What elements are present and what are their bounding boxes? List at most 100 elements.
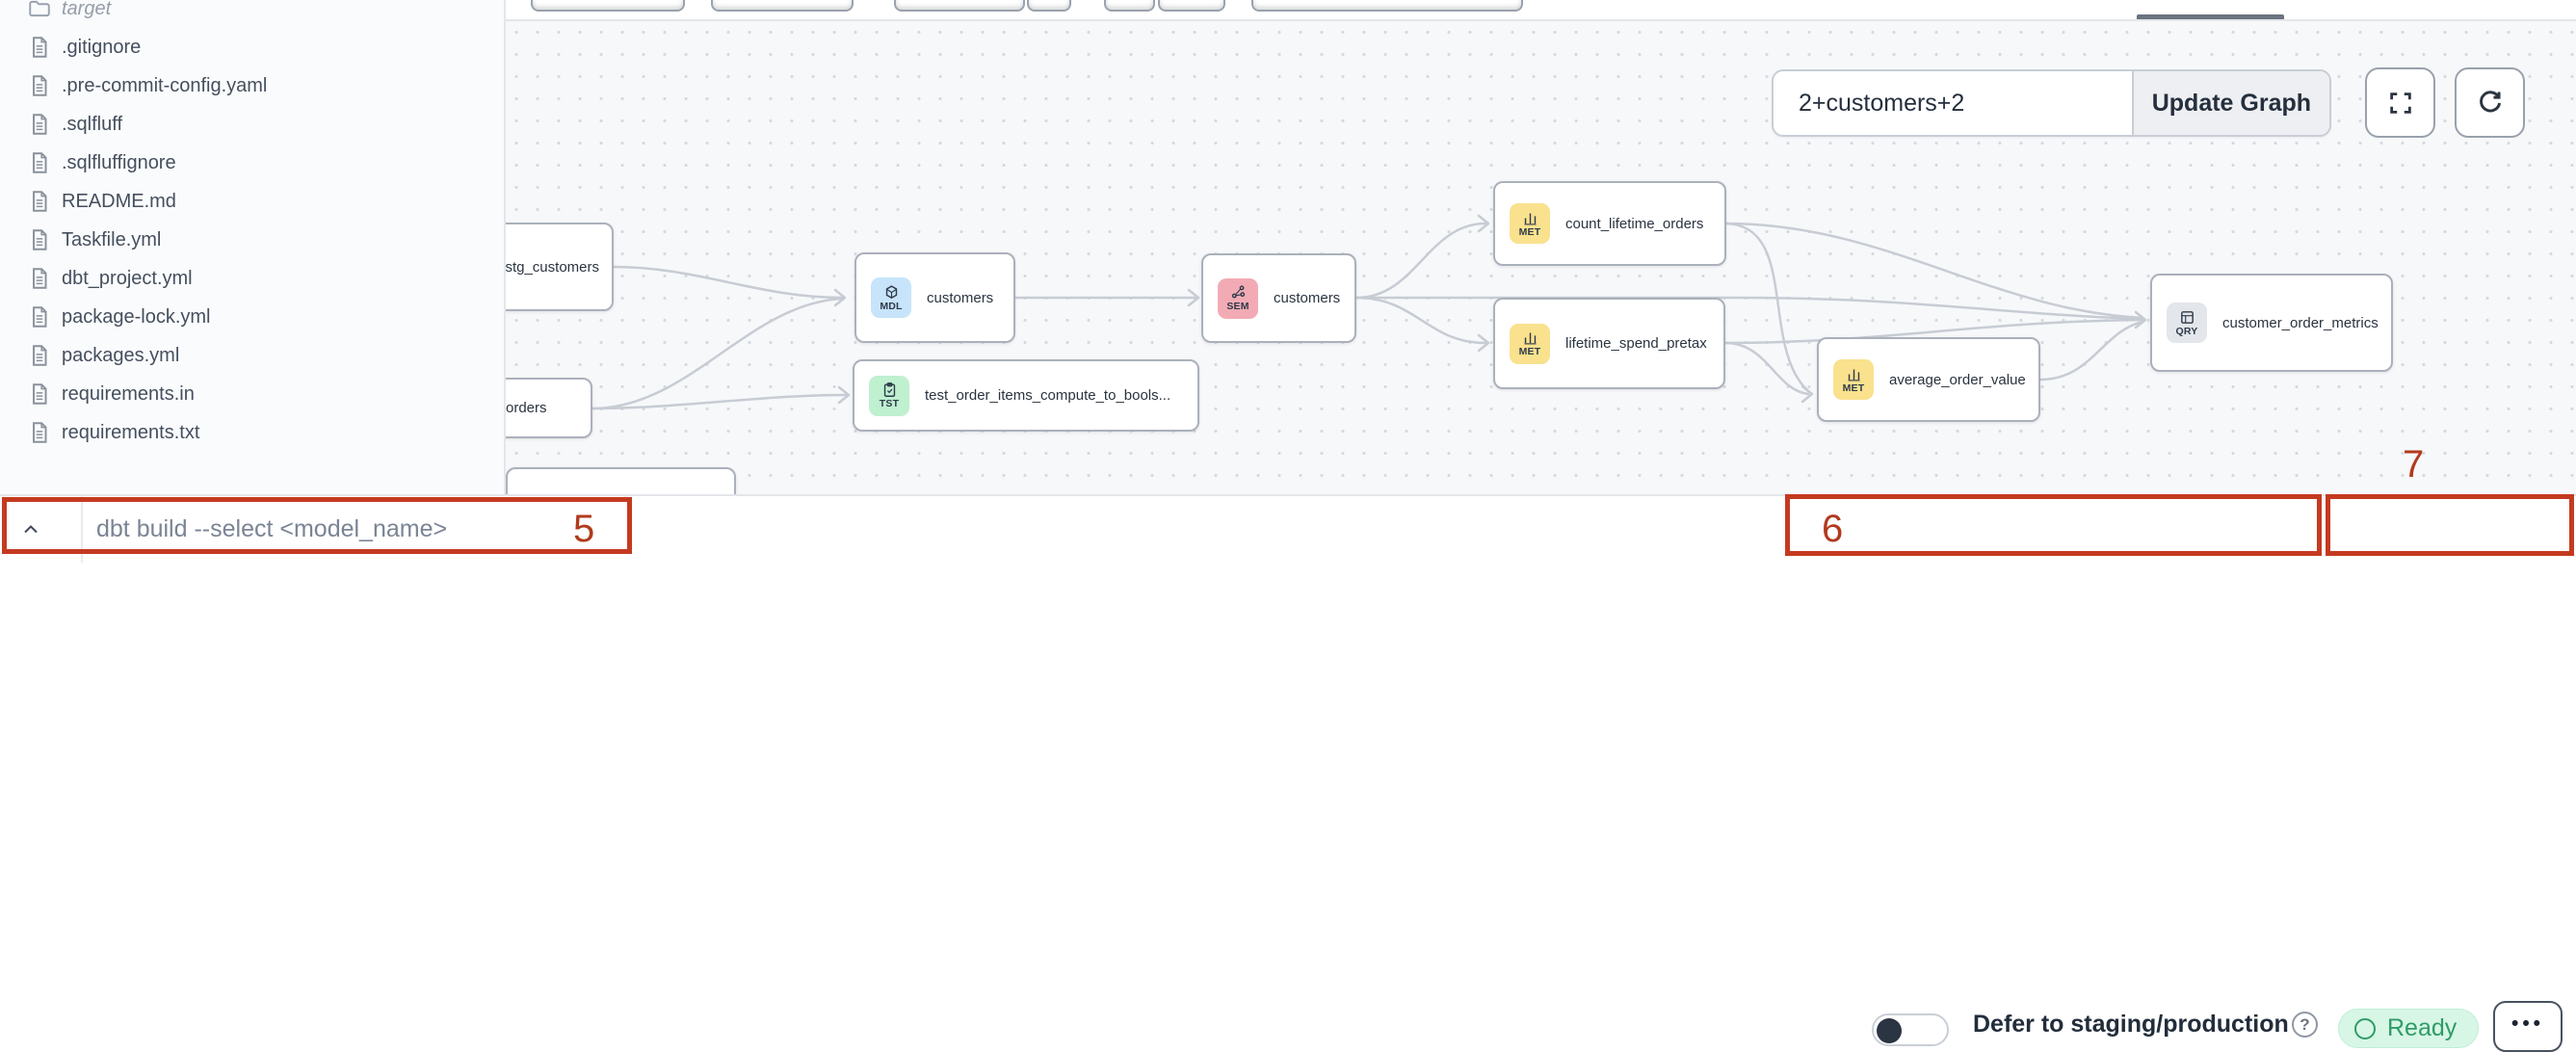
file-icon	[33, 345, 47, 366]
graph-node-stg-customers[interactable]: stg_customers	[506, 223, 614, 311]
graph-node-test-order-items[interactable]: TST test_order_items_compute_to_bools...	[853, 359, 1199, 432]
file-explorer-panel: target .gitignore .pre-commit-config.yam…	[0, 0, 506, 494]
file-name: requirements.in	[62, 382, 195, 405]
badge-label: TST	[879, 398, 900, 409]
tab-fragment[interactable]	[1158, 0, 1225, 12]
clipboard-check-icon	[883, 382, 895, 397]
bar-chart-icon	[1847, 369, 1860, 381]
tab-fragment[interactable]	[1027, 0, 1071, 12]
file-row-pre-commit-config[interactable]: .pre-commit-config.yaml	[0, 66, 504, 105]
file-row-readme[interactable]: README.md	[0, 182, 504, 221]
tab-fragment[interactable]	[711, 0, 854, 12]
file-row-dbt-project[interactable]: dbt_project.yml	[0, 259, 504, 298]
branch-icon	[1231, 285, 1245, 299]
file-name: README.md	[62, 190, 176, 212]
file-row-requirements-txt[interactable]: requirements.txt	[0, 413, 504, 452]
graph-selector-input[interactable]	[1774, 71, 2132, 135]
metric-badge: MET	[1510, 203, 1550, 244]
graph-node-average-order-value[interactable]: MET average_order_value	[1817, 337, 2040, 422]
graph-node-customer-order-metrics[interactable]: QRY customer_order_metrics	[2150, 274, 2393, 372]
status-ring-icon	[2354, 1017, 2376, 1039]
badge-label: MET	[1842, 381, 1865, 394]
help-icon[interactable]: ?	[2292, 1012, 2318, 1038]
file-icon	[33, 229, 47, 250]
graph-node-lifetime-spend-pretax[interactable]: MET lifetime_spend_pretax	[1493, 298, 1725, 389]
node-label: customer_order_metrics	[2222, 314, 2379, 331]
refresh-button[interactable]	[2455, 67, 2525, 138]
file-name: Taskfile.yml	[62, 228, 162, 250]
graph-node-customers-semantic[interactable]: SEM customers	[1201, 253, 1356, 343]
graph-node-orders[interactable]: orders	[506, 378, 592, 438]
semantic-badge: SEM	[1218, 277, 1258, 319]
expand-command-bar-button[interactable]	[10, 512, 52, 548]
file-name: .pre-commit-config.yaml	[62, 74, 268, 96]
lineage-graph-canvas[interactable]: stg_customers orders MDL customers TST t…	[506, 21, 2576, 494]
graph-edges	[591, 214, 2147, 410]
defer-label: Defer to staging/production	[1973, 1011, 2289, 1038]
refresh-icon	[2479, 90, 2501, 112]
badge-label: SEM	[1226, 301, 1249, 312]
model-badge: MDL	[871, 277, 911, 318]
main-panel: stg_customers orders MDL customers TST t…	[506, 0, 2576, 494]
chevron-up-icon	[24, 525, 38, 534]
file-row-target[interactable]: target	[0, 0, 504, 28]
graph-node-count-lifetime-orders[interactable]: MET count_lifetime_orders	[1493, 181, 1726, 266]
node-label: orders	[506, 400, 547, 416]
file-icon	[33, 75, 47, 96]
panel-resize-handle[interactable]	[2137, 14, 2284, 19]
dbt-command-input[interactable]	[96, 496, 1156, 563]
graph-node-clipped-bottom[interactable]	[506, 467, 736, 494]
divider	[81, 496, 83, 563]
status-badge[interactable]: Ready	[2338, 1009, 2480, 1048]
file-row-packages[interactable]: packages.yml	[0, 336, 504, 375]
file-icon	[33, 268, 47, 289]
fullscreen-button[interactable]	[2365, 67, 2435, 138]
tab-fragment[interactable]	[1251, 0, 1523, 12]
tab-fragment[interactable]	[894, 0, 1025, 12]
update-graph-button[interactable]: Update Graph	[2131, 71, 2329, 135]
defer-toggle-switch[interactable]	[1872, 1013, 1949, 1046]
file-row-taskfile[interactable]: Taskfile.yml	[0, 221, 504, 259]
file-row-gitignore[interactable]: .gitignore	[0, 28, 504, 66]
file-name: dbt_project.yml	[62, 267, 193, 289]
node-label: customers	[1274, 290, 1341, 306]
node-label: stg_customers	[506, 258, 599, 276]
tab-fragment[interactable]	[531, 0, 685, 12]
tab-fragment[interactable]	[1104, 0, 1155, 12]
graph-node-customers-model[interactable]: MDL customers	[854, 252, 1015, 343]
file-icon	[33, 383, 47, 405]
command-bar: Defer to staging/production ? Ready •••	[0, 494, 2576, 1052]
file-row-sqlfluffignore[interactable]: .sqlfluffignore	[0, 144, 504, 182]
graph-selector-group: Update Graph	[1772, 69, 2331, 137]
file-row-sqlfluff[interactable]: .sqlfluff	[0, 105, 504, 144]
file-name: package-lock.yml	[62, 305, 211, 328]
badge-label: MET	[1518, 346, 1541, 357]
cube-icon	[885, 284, 897, 299]
file-icon	[33, 191, 47, 212]
metric-badge: MET	[1510, 323, 1550, 364]
node-label: test_order_items_compute_to_bools...	[925, 387, 1171, 404]
file-row-requirements-in[interactable]: requirements.in	[0, 375, 504, 413]
fullscreen-icon	[2389, 92, 2411, 114]
file-name: .sqlfluffignore	[62, 151, 176, 173]
more-options-button[interactable]: •••	[2493, 1001, 2563, 1052]
node-label: customers	[927, 289, 994, 306]
file-name: packages.yml	[62, 344, 180, 366]
file-row-package-lock[interactable]: package-lock.yml	[0, 298, 504, 336]
metric-badge: MET	[1833, 359, 1874, 400]
bar-chart-icon	[1523, 213, 1537, 224]
query-badge: QRY	[2167, 302, 2207, 343]
bar-chart-icon	[1523, 332, 1537, 345]
file-icon	[33, 37, 47, 58]
ellipsis-icon: •••	[2510, 1012, 2545, 1035]
tab-bar-strip	[506, 0, 2576, 21]
toggle-knob	[1877, 1018, 1902, 1043]
test-badge: TST	[869, 375, 909, 416]
badge-label: MDL	[880, 300, 903, 312]
file-icon	[33, 422, 47, 443]
node-label: average_order_value	[1889, 371, 2026, 388]
node-label: count_lifetime_orders	[1565, 215, 1704, 232]
report-icon	[2180, 310, 2194, 324]
status-label: Ready	[2387, 1014, 2458, 1041]
folder-icon	[29, 0, 50, 17]
